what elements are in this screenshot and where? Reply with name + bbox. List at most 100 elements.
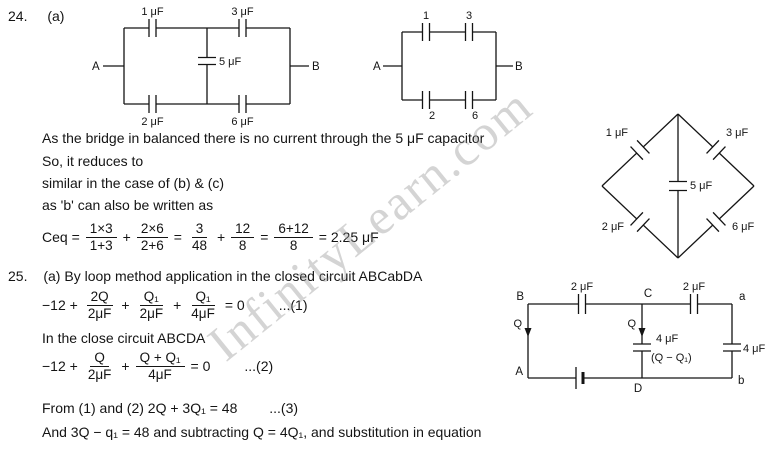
- q24-line-4: as 'b' can also be written as: [42, 197, 214, 213]
- reduced-wires: [383, 23, 513, 109]
- fraction: 2Q 2μF: [84, 289, 116, 321]
- eq-operator: =: [173, 229, 182, 246]
- eq-operator: +: [121, 297, 130, 314]
- fraction-numerator: 2×6: [136, 221, 168, 238]
- fraction-numerator: Q₁: [191, 289, 215, 306]
- eq-operator: +: [121, 358, 130, 375]
- bridge-wires: [103, 19, 309, 113]
- fraction: 6+12 8: [274, 221, 313, 253]
- fraction-numerator: 12: [231, 221, 255, 238]
- q24-line-3: similar in the case of (b) & (c): [42, 175, 225, 191]
- fraction-denominator: 4μF: [191, 305, 215, 321]
- loop-wires: [527, 294, 741, 389]
- cap-label: 3 μF: [231, 6, 254, 18]
- fraction-denominator: 4μF: [148, 366, 172, 382]
- node-a-label: A: [515, 366, 523, 378]
- loop-circuit-diagram: B C a A D b 2 μF 2 μF Q Q 4 μF (Q − Q₁) …: [513, 281, 766, 395]
- q25-intro: (a) By loop method application in the cl…: [43, 268, 423, 284]
- charge-label: Q: [627, 318, 636, 330]
- fraction-denominator: 2μF: [139, 305, 164, 321]
- fraction-numerator: 1×3: [85, 221, 117, 238]
- q25-header: 25. (a) By loop method application in th…: [8, 268, 422, 284]
- eq-operator: =: [260, 229, 269, 246]
- current-arrow-mid: [638, 328, 646, 337]
- eq-result: = 2.25 μF: [318, 229, 379, 246]
- eq-tag: ...(2): [244, 358, 274, 375]
- q25-line-4: And 3Q − q₁ = 48 and subtracting Q = 4Q₁…: [42, 424, 482, 440]
- node-b-label: B: [516, 291, 524, 303]
- eq-operator: +: [173, 297, 182, 314]
- node-c-label: C: [644, 288, 652, 300]
- terminal-b-label: B: [312, 61, 320, 73]
- node-b-bottom-label: b: [738, 375, 744, 387]
- diamond-bridge-diagram: 1 μF 3 μF 5 μF 2 μF 6 μF: [601, 113, 755, 259]
- ceq-equation: Ceq = 1×3 1+3 + 2×6 2+6 = 3 48 + 12 8 = …: [42, 221, 379, 253]
- cap-label: 2 μF: [602, 221, 625, 233]
- cap-label: 2 μF: [683, 281, 706, 293]
- eq-operator: +: [216, 229, 226, 246]
- terminal-b-label: B: [515, 61, 523, 73]
- fraction: 1×3 1+3: [85, 221, 117, 253]
- cap-label: 4 μF: [656, 333, 679, 345]
- terminal-a-label: A: [373, 61, 381, 73]
- fraction-denominator: 8: [238, 237, 247, 253]
- fraction-denominator: 2μF: [87, 366, 112, 382]
- q25-mid-line: In the close circuit ABCDA: [42, 330, 206, 346]
- cap-label: 1 μF: [606, 127, 629, 139]
- fraction-denominator: 8: [289, 237, 298, 253]
- cap-label: 1: [423, 10, 429, 22]
- node-a-top-label: a: [739, 291, 746, 303]
- reduced-circuit-diagram: A B 1 3 2 6: [373, 10, 523, 120]
- fraction: Q₁ 2μF: [136, 289, 168, 321]
- cap-label: 2 μF: [141, 116, 164, 128]
- eq-operator: +: [122, 229, 131, 246]
- bridge-circuit-diagram: A B 1 μF 3 μF 5 μF 2 μF 6 μF: [92, 6, 320, 128]
- q24-line-2: So, it reduces to: [42, 153, 144, 169]
- current-arrow-left: [524, 328, 532, 337]
- terminal-a-label: A: [92, 61, 100, 73]
- eq-pre: −12 +: [42, 297, 78, 314]
- cap-label: 3: [466, 10, 472, 22]
- eq-pre: −12 +: [42, 358, 78, 375]
- diamond-wires: [601, 113, 755, 259]
- fraction: 3 48: [188, 221, 211, 253]
- eq-tag: ...(3): [269, 400, 299, 416]
- cap-label: 5 μF: [690, 180, 713, 192]
- fraction-numerator: 2Q: [86, 289, 113, 306]
- cap-label: 6: [472, 110, 478, 120]
- fraction: Q₁ 4μF: [187, 289, 219, 321]
- fraction-denominator: 48: [191, 237, 207, 253]
- cap-label: 3 μF: [726, 127, 749, 139]
- cap-label: 6 μF: [231, 116, 254, 128]
- eq-lhs: Ceq =: [42, 229, 80, 246]
- eq3-text: From (1) and (2) 2Q + 3Q₁ = 48: [42, 400, 238, 416]
- fraction-numerator: 3: [191, 221, 208, 238]
- fraction-denominator: 2+6: [140, 237, 164, 253]
- eq-post: = 0: [224, 297, 245, 314]
- equation-1: −12 + 2Q 2μF + Q₁ 2μF + Q₁ 4μF = 0 ...(1…: [42, 289, 307, 321]
- cap-label: 4 μF: [743, 343, 766, 355]
- cap-label: 6 μF: [732, 221, 755, 233]
- q24-number: 24.: [8, 8, 28, 24]
- fraction-numerator: 6+12: [274, 221, 313, 238]
- q24-header: 24. (a): [8, 8, 64, 24]
- fraction-numerator: Q + Q₁: [135, 350, 185, 367]
- eq-post: = 0: [190, 358, 211, 375]
- fraction: 12 8: [231, 221, 255, 253]
- fraction-denominator: 1+3: [89, 237, 113, 253]
- q24-line-1: As the bridge in balanced there is no cu…: [42, 130, 485, 146]
- q24-part: (a): [47, 8, 65, 24]
- cap-label: 2 μF: [571, 281, 594, 293]
- fraction-numerator: Q: [90, 350, 109, 367]
- fraction: Q 2μF: [84, 350, 116, 382]
- q25-line-3: From (1) and (2) 2Q + 3Q₁ = 48 ...(3): [42, 400, 298, 416]
- q25-number: 25.: [8, 268, 28, 284]
- equation-2: −12 + Q 2μF + Q + Q₁ 4μF = 0 ...(2): [42, 350, 273, 382]
- fraction: 2×6 2+6: [136, 221, 168, 253]
- fraction-numerator: Q₁: [139, 289, 163, 306]
- fraction-denominator: 2μF: [87, 305, 112, 321]
- cap-label: 5 μF: [219, 56, 242, 68]
- charge-label: Q: [513, 318, 522, 330]
- cap-label: 1 μF: [141, 6, 164, 18]
